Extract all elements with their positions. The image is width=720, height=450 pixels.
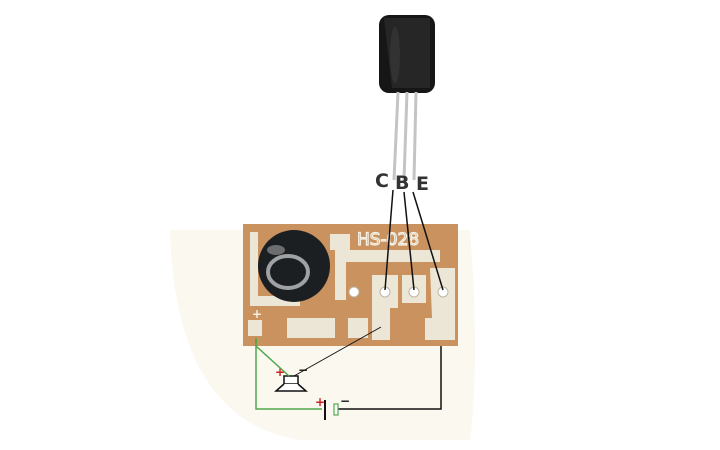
lead-collector-to-pad (384, 189, 394, 291)
speaker-icon (274, 375, 308, 392)
chip-blob-shine (267, 245, 285, 255)
pcb-pad-mid (348, 318, 368, 338)
battery-minus-label: − (340, 394, 350, 408)
pin-label-c: C (375, 170, 389, 192)
transistor-highlight (390, 27, 400, 83)
wire-speaker-to-collector-pad (293, 326, 382, 377)
lead-base-to-pad (403, 191, 415, 291)
pin-label-b: B (395, 172, 409, 194)
transistor-lead-collector (392, 91, 400, 181)
battery-negative-plate (333, 403, 339, 416)
speaker-minus-label: − (298, 363, 308, 377)
transistor (379, 15, 435, 181)
speaker-magnet (283, 375, 299, 385)
battery-plus-label: + (315, 395, 325, 409)
transistor-lead-base (402, 91, 409, 181)
wire-black-emitter-to-battery (337, 346, 442, 410)
pcb-trace-top (330, 234, 440, 300)
pcb-trace-collector-pad (372, 275, 398, 340)
lead-emitter-to-pad (412, 191, 444, 291)
wire-green-plus-to-battery (255, 338, 322, 410)
chip-blob-reflection (266, 254, 310, 290)
pcb-board: HS-028 + (243, 224, 458, 346)
pcb-trace-emitter-pad (425, 268, 455, 340)
speaker-cone (274, 383, 308, 392)
battery-icon (324, 400, 339, 420)
pcb-hole-unused (348, 286, 360, 298)
speaker-plus-label: + (275, 365, 285, 379)
transistor-lead-emitter (412, 91, 418, 181)
board-model-label: HS-028 (357, 230, 419, 250)
board-plus-label: + (252, 307, 262, 321)
pcb-hole-emitter (437, 286, 449, 298)
pcb-pad-plus (248, 320, 262, 336)
pin-label-e: E (416, 173, 429, 195)
pcb-pad-bottom-left (287, 318, 335, 338)
